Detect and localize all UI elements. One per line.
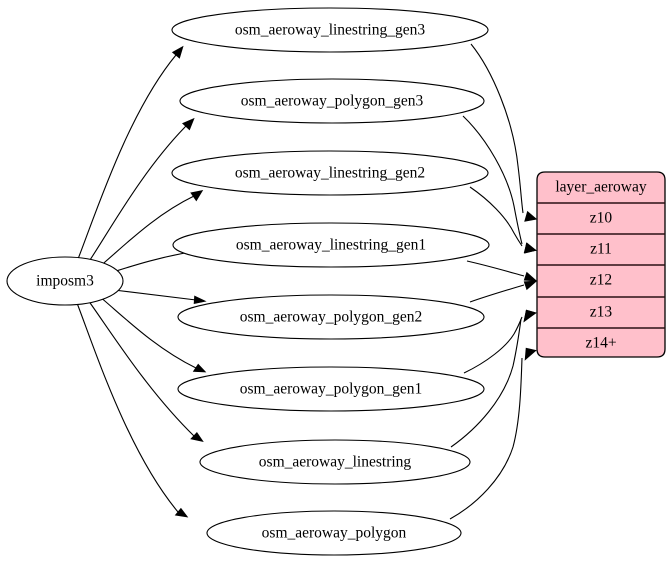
edge-linestring-gen2-to-z11 — [469, 186, 523, 247]
edge-imposm3-to-polygon-gen2 — [113, 289, 197, 301]
node-osm-aeroway-polygon-gen1[interactable]: osm_aeroway_polygon_gen1 — [177, 366, 485, 412]
node-label: osm_aeroway_linestring_gen1 — [236, 237, 426, 254]
arrowhead-z11-b — [524, 242, 537, 254]
ellipse-shape[interactable] — [171, 150, 489, 196]
table-row-label-z13[interactable]: z13 — [590, 304, 613, 321]
arrowhead-linestring — [190, 432, 204, 443]
node-label: osm_aeroway_polygon — [262, 525, 407, 542]
edge-linestring-to-z13 — [450, 318, 522, 448]
node-label: osm_aeroway_linestring_gen3 — [235, 22, 426, 39]
node-osm-aeroway-polygon-gen2[interactable]: osm_aeroway_polygon_gen2 — [177, 294, 485, 340]
arrowhead-polygon-gen1 — [192, 363, 207, 373]
node-label: osm_aeroway_linestring — [259, 454, 412, 471]
node-osm-aeroway-polygon[interactable]: osm_aeroway_polygon — [206, 510, 462, 556]
arrowhead-polygon — [174, 507, 189, 518]
edge-linestring-gen1-to-z12 — [466, 260, 525, 277]
ellipse-shape[interactable] — [171, 7, 489, 53]
node-label: osm_aeroway_polygon_gen3 — [241, 93, 424, 110]
node-osm-aeroway-polygon-gen3[interactable]: osm_aeroway_polygon_gen3 — [179, 78, 485, 124]
arrowhead-z13-b — [523, 309, 537, 323]
ellipse-shape[interactable] — [177, 366, 485, 412]
edge-polygon-gen2-to-z12 — [469, 284, 525, 303]
edge-polygon-gen1-to-z13 — [463, 316, 523, 374]
arrowhead-z14 — [524, 347, 537, 361]
node-imposm3[interactable]: imposm3 — [6, 256, 124, 306]
edge-polygon-gen3-to-z11 — [462, 115, 523, 245]
table-row-label-z14plus[interactable]: z14+ — [585, 335, 616, 352]
imposm3-label: imposm3 — [36, 273, 94, 290]
ellipse-shape[interactable] — [179, 78, 485, 124]
arrowhead-polygon-gen3 — [181, 117, 195, 131]
arrowhead-linestring-gen3 — [171, 45, 184, 59]
arrowhead-z12-b — [523, 280, 538, 291]
edge-imposm3-to-polygon-gen1 — [98, 295, 197, 369]
ellipse-shape[interactable] — [199, 439, 471, 485]
edge-linestring-gen3-to-z10 — [470, 43, 524, 214]
node-osm-aeroway-linestring-gen2[interactable]: osm_aeroway_linestring_gen2 — [171, 150, 489, 196]
edge-imposm3-to-polygon-gen3 — [87, 125, 187, 264]
node-label: osm_aeroway_polygon_gen1 — [240, 381, 423, 398]
edge-imposm3-to-polygon — [76, 302, 179, 513]
node-layer-aeroway[interactable]: layer_aeroway z10 z11 z12 z13 z14+ — [536, 171, 666, 358]
table-row-label-z10[interactable]: z10 — [590, 210, 613, 227]
arrowhead-linestring-gen2 — [190, 190, 204, 202]
table-row-label-z12[interactable]: z12 — [590, 272, 612, 289]
edge-imposm3-to-linestring-gen2 — [97, 195, 195, 269]
node-osm-aeroway-linestring[interactable]: osm_aeroway_linestring — [199, 439, 471, 485]
ellipse-shape[interactable] — [172, 222, 490, 268]
node-osm-aeroway-linestring-gen1[interactable]: osm_aeroway_linestring_gen1 — [172, 222, 490, 268]
node-label: osm_aeroway_linestring_gen2 — [235, 165, 425, 182]
edges-to-table — [449, 43, 538, 520]
edge-imposm3-to-linestring — [87, 299, 195, 437]
ellipse-shape[interactable] — [206, 510, 462, 556]
edge-polygon-to-z14 — [449, 357, 523, 520]
node-osm-aeroway-linestring-gen3[interactable]: osm_aeroway_linestring_gen3 — [171, 7, 489, 53]
arrowhead-z10 — [524, 210, 538, 222]
table-header-label: layer_aeroway — [555, 179, 646, 196]
ellipse-shape[interactable] — [177, 294, 485, 340]
edge-imposm3-to-linestring-gen1 — [112, 250, 197, 273]
edge-imposm3-to-linestring-gen3 — [77, 54, 177, 260]
imposm3-ellipse[interactable] — [6, 256, 124, 306]
table-row-label-z11[interactable]: z11 — [590, 241, 612, 258]
arrowhead-polygon-gen2 — [193, 295, 207, 305]
node-label: osm_aeroway_polygon_gen2 — [240, 309, 423, 326]
arrowhead-z12 — [523, 271, 538, 282]
edges-from-source — [76, 45, 207, 518]
